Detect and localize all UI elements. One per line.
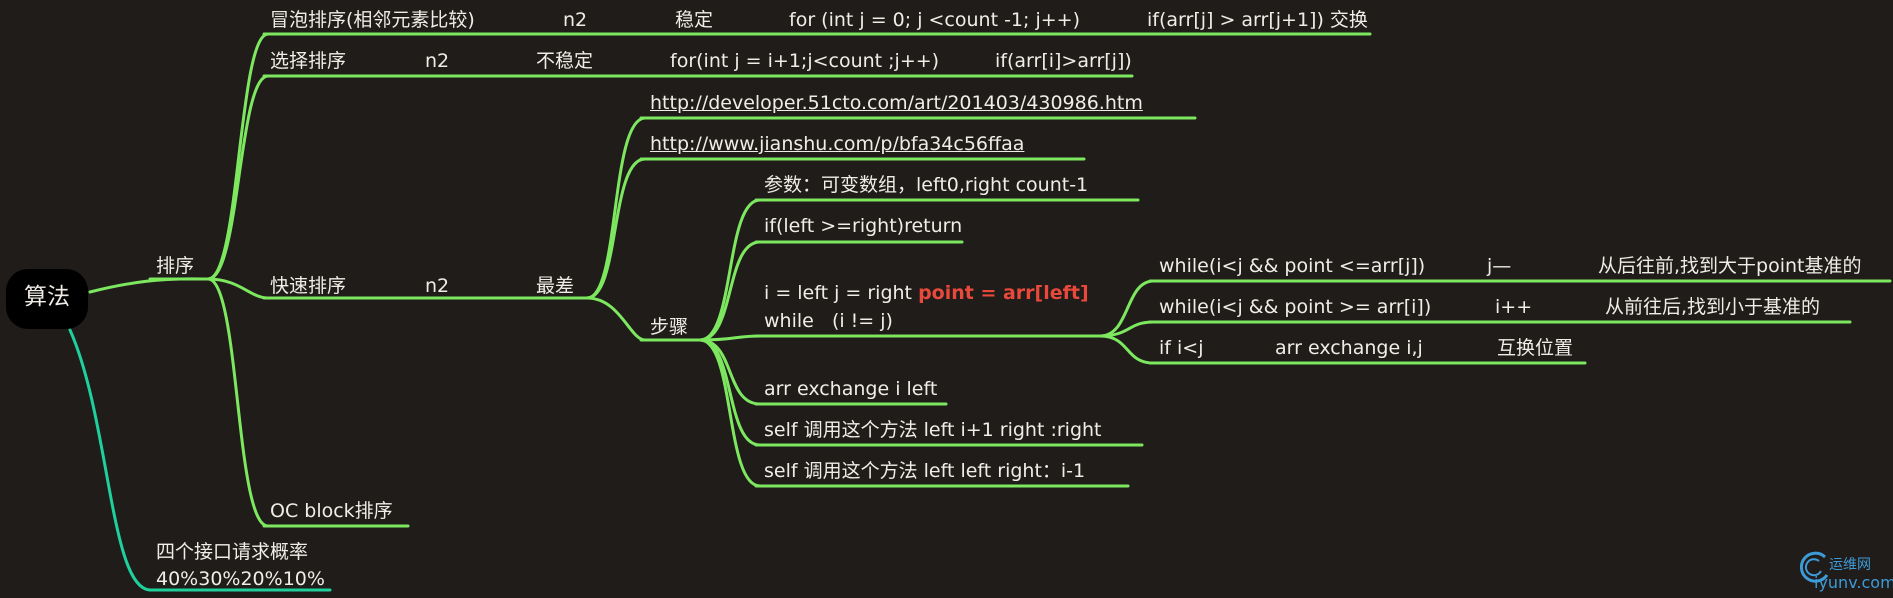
quick-name[interactable]: 快速排序 — [270, 275, 347, 297]
step-exchange[interactable]: arr exchange i left — [764, 378, 938, 400]
connector-bubble — [206, 32, 270, 281]
inner-w2[interactable]: while(i<j && point >= arr[i]) — [1159, 296, 1432, 318]
step-recurse-left[interactable]: self 调用这个方法 left left right：i-1 — [764, 460, 1086, 482]
probability-title[interactable]: 四个接口请求概率 — [156, 541, 309, 563]
selection-compare: if(arr[i]>arr[j]) — [995, 50, 1132, 72]
bubble-compare: if(arr[j] > arr[j+1]) 交换 — [1147, 9, 1368, 31]
oc-block-sort[interactable]: OC block排序 — [270, 500, 393, 522]
probability-values: 40%30%20%10% — [156, 568, 325, 590]
watermark-logo-icon — [1799, 551, 1829, 583]
connector-root-probability — [68, 328, 152, 592]
step-guard[interactable]: if(left >=right)return — [764, 215, 963, 237]
sort-label[interactable]: 排序 — [156, 255, 195, 277]
step-init[interactable]: i = left j = right point = arr[left] — [764, 282, 1089, 304]
watermark-cn: 运维网 — [1829, 557, 1871, 573]
step-init-text: i = left j = right — [764, 282, 919, 304]
step-init-highlight: point = arr[left] — [918, 282, 1089, 304]
bubble-stability: 稳定 — [675, 9, 714, 31]
connector-steps — [585, 296, 647, 342]
inner-w1-op: j— — [1487, 255, 1512, 277]
connector-oc — [206, 277, 270, 528]
connector-guard — [698, 240, 762, 342]
inner-w1[interactable]: while(i<j && point <=arr[j]) — [1159, 255, 1426, 277]
inner-w3-note: 互换位置 — [1497, 337, 1574, 359]
connector-selection — [206, 74, 270, 281]
bubble-loop: for (int j = 0; j <count -1; j++) — [789, 9, 1080, 31]
quick-worst: 最差 — [536, 275, 575, 297]
inner-w1-note: 从后往前,找到大于point基准的 — [1598, 255, 1862, 277]
step-recurse-right[interactable]: self 调用这个方法 left i+1 right :right — [764, 419, 1102, 441]
inner-w3-op: arr exchange i,j — [1275, 337, 1423, 359]
connector-params — [698, 198, 762, 342]
link-51cto[interactable]: http://developer.51cto.com/art/201403/43… — [650, 92, 1143, 114]
quick-complexity: n2 — [425, 275, 450, 297]
connector-w3 — [1098, 334, 1155, 365]
watermark-en: iyunv.com — [1814, 573, 1893, 592]
root-label: 算法 — [24, 284, 70, 310]
connector-link1 — [585, 116, 647, 300]
connector-recurse-right — [698, 338, 762, 447]
connector-root-sort — [88, 277, 206, 294]
link-jianshu[interactable]: http://www.jianshu.com/p/bfa34c56ffaa — [650, 133, 1025, 155]
inner-w2-op: i++ — [1495, 296, 1533, 318]
selection-name[interactable]: 选择排序 — [270, 50, 347, 72]
selection-loop: for(int j = i+1;j<count ;j++) — [670, 50, 940, 72]
selection-complexity: n2 — [425, 50, 450, 72]
step-while[interactable]: while (i != j) — [764, 310, 893, 332]
selection-stability: 不稳定 — [536, 50, 594, 72]
root-node[interactable] — [6, 269, 88, 329]
connector-w1 — [1098, 279, 1155, 338]
steps-label[interactable]: 步骤 — [650, 316, 689, 338]
inner-w3[interactable]: if i<j — [1159, 337, 1204, 359]
connector-recurse-left — [698, 338, 762, 488]
step-params[interactable]: 参数：可变数组，left0,right count-1 — [764, 174, 1089, 196]
inner-w2-note: 从前往后,找到小于基准的 — [1605, 296, 1821, 318]
connector-link2 — [585, 157, 647, 300]
bubble-complexity: n2 — [563, 9, 588, 31]
bubble-name[interactable]: 冒泡排序(相邻元素比较) — [270, 9, 475, 31]
